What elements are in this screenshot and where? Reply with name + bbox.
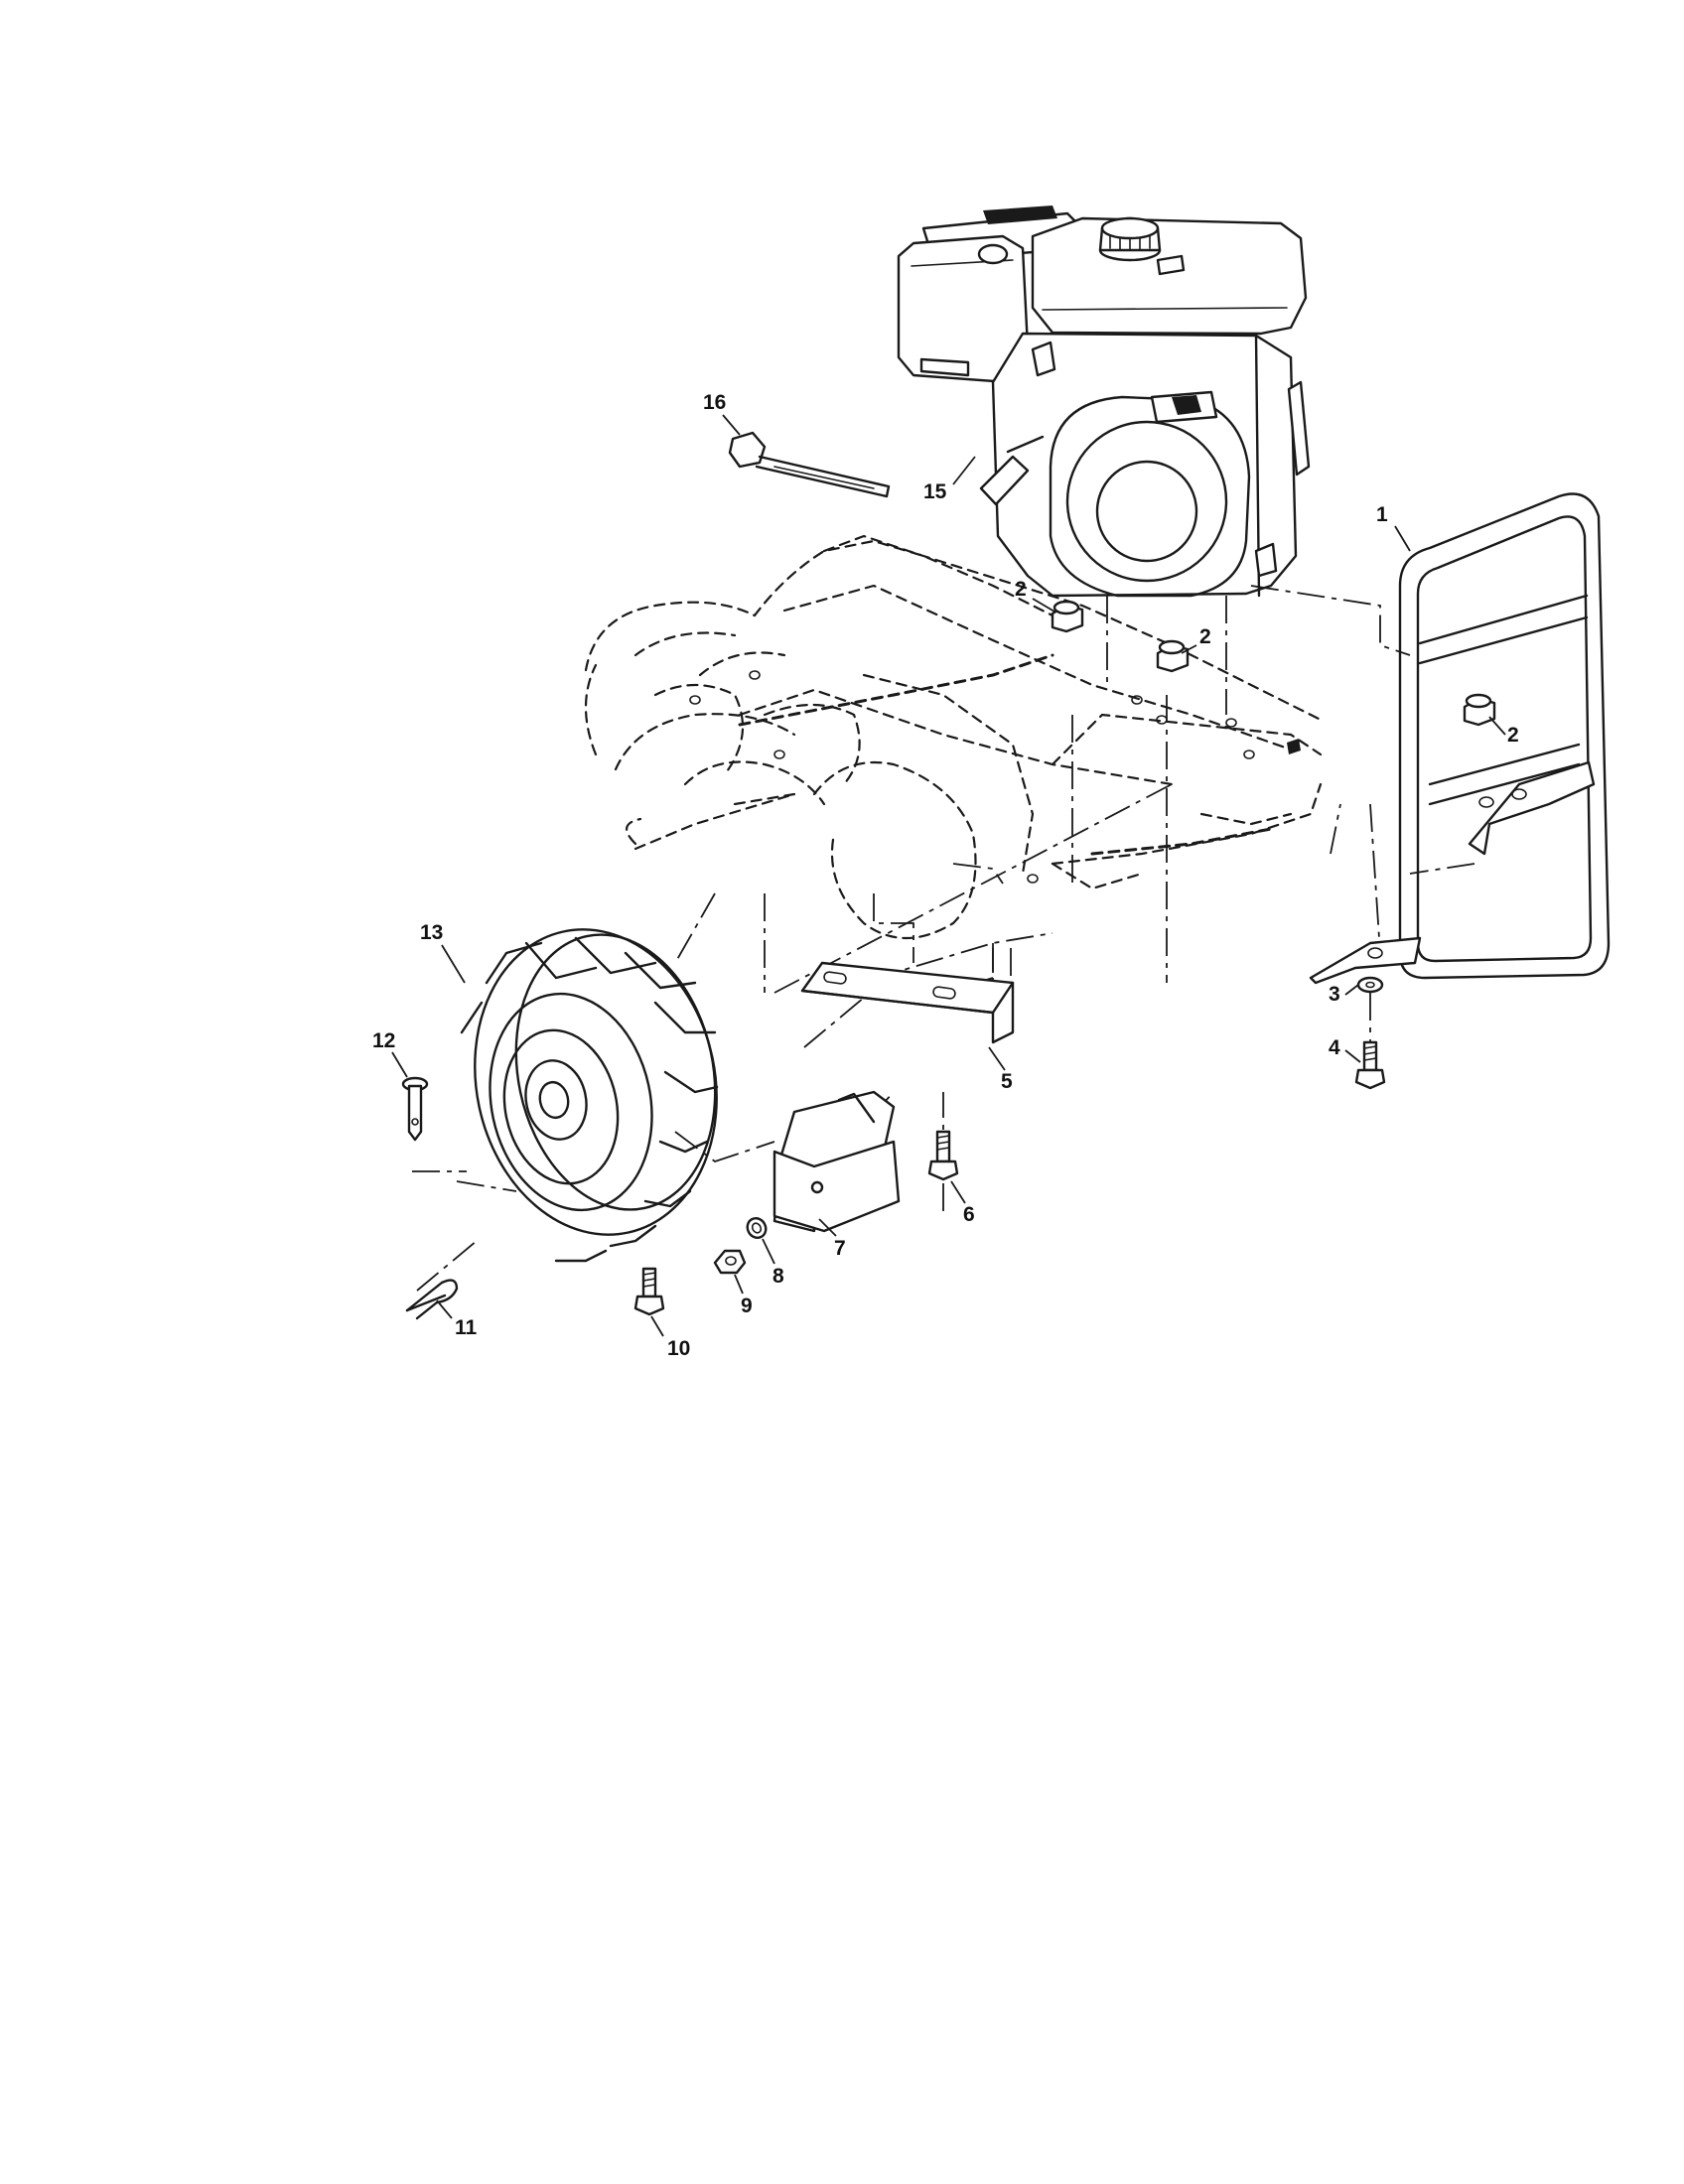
assembly-leader-lines <box>412 585 1475 1292</box>
callout-8: 8 <box>772 1265 784 1288</box>
callout-2c: 2 <box>1507 724 1519 747</box>
callout-5: 5 <box>1001 1070 1013 1093</box>
bolt-10 <box>633 1267 665 1316</box>
cable-tie <box>728 431 891 498</box>
callout-10: 10 <box>667 1337 690 1360</box>
callout-2b: 2 <box>1199 625 1211 648</box>
bumper-frame <box>1309 492 1611 985</box>
flange-nut-1 <box>1051 600 1084 633</box>
lock-washer <box>746 1217 768 1239</box>
clevis-pin <box>401 1076 429 1142</box>
callout-16: 16 <box>703 391 726 414</box>
flange-nut-3 <box>1463 693 1496 727</box>
callout-1: 1 <box>1376 503 1388 526</box>
engine <box>897 205 1311 598</box>
callout-7: 7 <box>834 1237 846 1260</box>
callout-labels: 1 2 2 2 3 4 5 6 7 8 9 10 11 12 13 15 16 <box>372 391 1519 1360</box>
callout-13: 13 <box>420 921 443 944</box>
callout-4: 4 <box>1329 1036 1340 1059</box>
bolt-6 <box>927 1130 959 1181</box>
weight-bracket <box>800 961 1015 1044</box>
callout-12: 12 <box>372 1029 395 1052</box>
front-weight <box>772 1090 901 1233</box>
callout-9: 9 <box>741 1295 753 1317</box>
wheel-tire <box>460 928 719 1263</box>
callout-6: 6 <box>963 1203 975 1226</box>
flange-nut-2 <box>1156 639 1190 673</box>
tiller-body-outline <box>584 534 1323 939</box>
nut-9 <box>713 1249 747 1275</box>
callout-11: 11 <box>455 1316 478 1339</box>
callout-15: 15 <box>923 480 947 503</box>
hairpin-clip <box>405 1279 459 1320</box>
washer <box>1356 976 1384 994</box>
bolt-4 <box>1354 1040 1386 1090</box>
callout-2a: 2 <box>1015 578 1027 601</box>
callout-3: 3 <box>1329 983 1340 1006</box>
